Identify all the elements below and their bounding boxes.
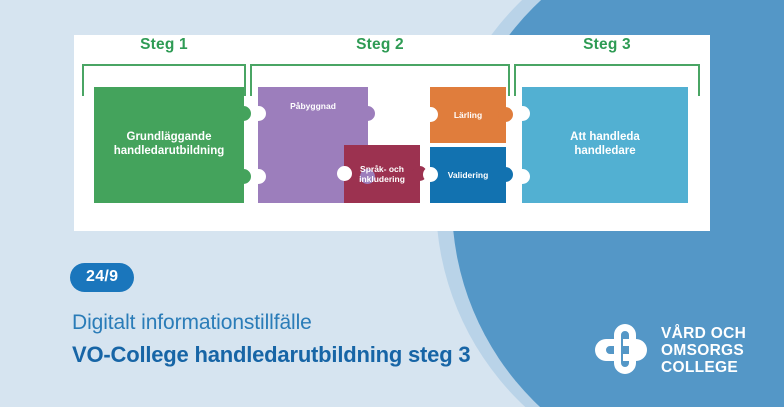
puzzle-knob-right [498,107,513,122]
piece-line-2: inkludering [359,174,405,184]
step-label-2: Steg 2 [356,36,404,53]
step-label-1: Steg 1 [140,36,188,53]
vo-college-logo: VÅRD OCH OMSORGS COLLEGE [592,322,746,381]
logo-line-2: OMSORGS [661,342,745,360]
piece-line-2: handledarutbildning [113,145,225,157]
vo-college-logo-mark-icon [592,322,650,381]
puzzle-piece-grundlaggande[interactable]: Grundläggande handledarutbildning [94,87,251,203]
puzzle-piece-att-handleda-handledare-label: Att handleda handledare [560,131,650,158]
event-title: VO-College handledarutbildning steg 3 [72,342,471,367]
puzzle-piece-larling[interactable]: Lärling [423,87,513,143]
vo-college-logo-wordmark: VÅRD OCH OMSORGS COLLEGE [661,326,746,376]
puzzle-piece-sprak-och-inkludering[interactable]: Språk- och inkludering [337,145,427,203]
piece-line-2: handledare [574,145,636,157]
puzzle-piece-validering[interactable]: Validering [423,147,513,203]
event-subtitle: Digitalt informationstillfälle [72,311,312,334]
puzzle-piece-sprak-och-inkludering-label: Språk- och inkludering [349,164,415,184]
logo-line-1: VÅRD OCH [661,325,747,343]
puzzle-notch-bottom [251,169,266,184]
step-bracket-1 [82,64,246,96]
puzzle-notch-left [423,107,438,122]
puzzle-notch-top [251,106,266,121]
puzzle-piece-larling-label: Lärling [453,109,483,120]
puzzle-notch-bottom [515,169,530,184]
piece-line-1: Språk- och [360,163,404,174]
puzzle-notch-left [423,167,438,182]
puzzle-knob-right-lower [360,169,375,184]
puzzle-piece-validering-label: Validering [447,169,489,180]
piece-line-1: Att handleda [570,131,640,144]
puzzle-piece-grundlaggande-label: Grundläggande handledarutbildning [104,131,235,158]
date-badge: 24/9 [70,263,135,292]
step-bracket-3 [514,64,700,96]
puzzle-notch-left [337,166,352,181]
puzzle-knob-top [236,106,251,121]
piece-line-1: Grundläggande [126,131,212,144]
step-label-3: Steg 3 [583,36,631,53]
puzzle-notch-top [515,106,530,121]
puzzle-piece-att-handleda-handledare[interactable]: Att handleda handledare [515,87,688,203]
step-bracket-2 [250,64,510,96]
puzzle-knob-right [498,167,513,182]
diagram-panel: Steg 1 Steg 2 Steg 3 Grundläggande handl… [74,35,710,231]
logo-line-3: COLLEGE [661,358,739,376]
puzzle-knob-bottom [236,169,251,184]
puzzle-knob-right [360,106,375,121]
puzzle-piece-pabyggnad-label: Påbyggnad [290,101,336,111]
